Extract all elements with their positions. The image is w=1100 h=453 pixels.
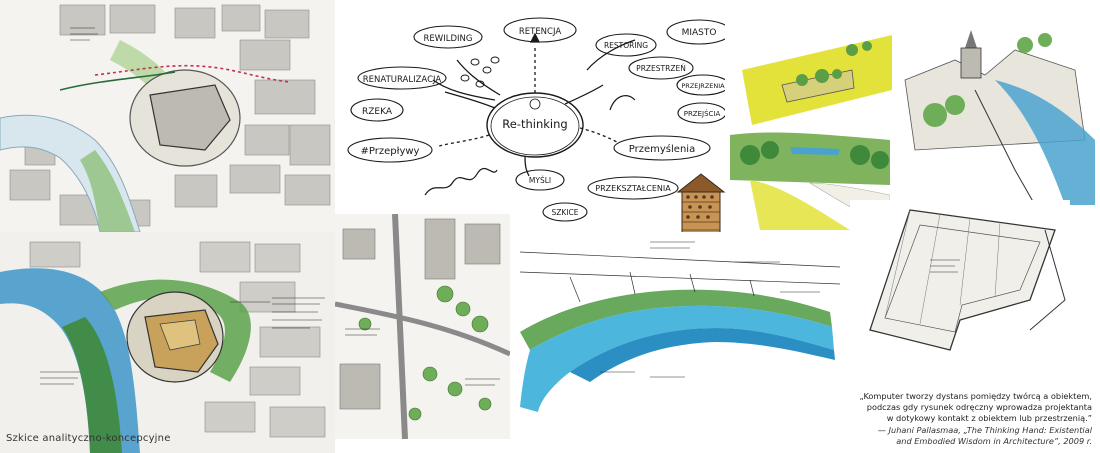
node-przejrzenia: PRZEJRZENIA	[681, 82, 725, 90]
node-szkice: SZKICE	[551, 208, 578, 217]
node-przeplywy: #Przepływy	[361, 146, 420, 157]
quote-line-2: podczas gdy rysunek odręczny wprowadza p…	[866, 402, 1092, 413]
node-przeksztalcenia: PRZEKSZTAŁCENIA	[595, 184, 671, 193]
node-miasto: MIASTO	[682, 28, 717, 38]
castle-perspective-sketch	[895, 20, 1095, 205]
node-retencja: RETENCJA	[519, 27, 561, 37]
quote-line-3: w dotykowy kontakt z obiektem lub przest…	[886, 413, 1092, 424]
node-restoring: RESTORING	[604, 41, 648, 50]
analysis-sketch-bottom	[0, 232, 335, 453]
node-przestrzen: PRZESTRZEŃ	[636, 64, 686, 73]
quote-attribution-2: and Embodied Wisdom in Architecture”, 20…	[896, 435, 1092, 446]
quote-attribution-1: — Juhani Pallasmaa, „The Thinking Hand: …	[877, 424, 1092, 435]
node-rewilding: REWILDING	[424, 34, 473, 44]
center-label: Re-thinking	[502, 117, 567, 131]
node-mysli: MYŚLI	[529, 176, 551, 185]
yellow-terrace-sketch	[742, 30, 892, 125]
street-plan-sketch	[335, 214, 510, 439]
quote-line-1: „Komputer tworzy dystans pomiędzy twórcą…	[859, 391, 1092, 401]
insect-hotel-sketch	[672, 170, 730, 248]
mind-map: Re-thinking	[335, 0, 725, 232]
riverfront-plan-sketch	[510, 232, 840, 432]
building-plan-sketch	[850, 200, 1070, 385]
node-rzeka: RZEKA	[362, 107, 393, 117]
node-renaturalizacja: RENATURALIZACJA	[363, 75, 442, 85]
node-przejscia: PRZEJŚCIA	[684, 109, 721, 118]
node-przemyslenia: Przemyślenia	[629, 143, 695, 155]
park-perspective-sketch	[730, 125, 890, 230]
analysis-sketch-top	[0, 0, 335, 232]
sketches-caption: Szkice analityczno-koncepcyjne	[6, 433, 171, 444]
pallasmaa-quote: „Komputer tworzy dystans pomiędzy twórcą…	[830, 391, 1092, 447]
